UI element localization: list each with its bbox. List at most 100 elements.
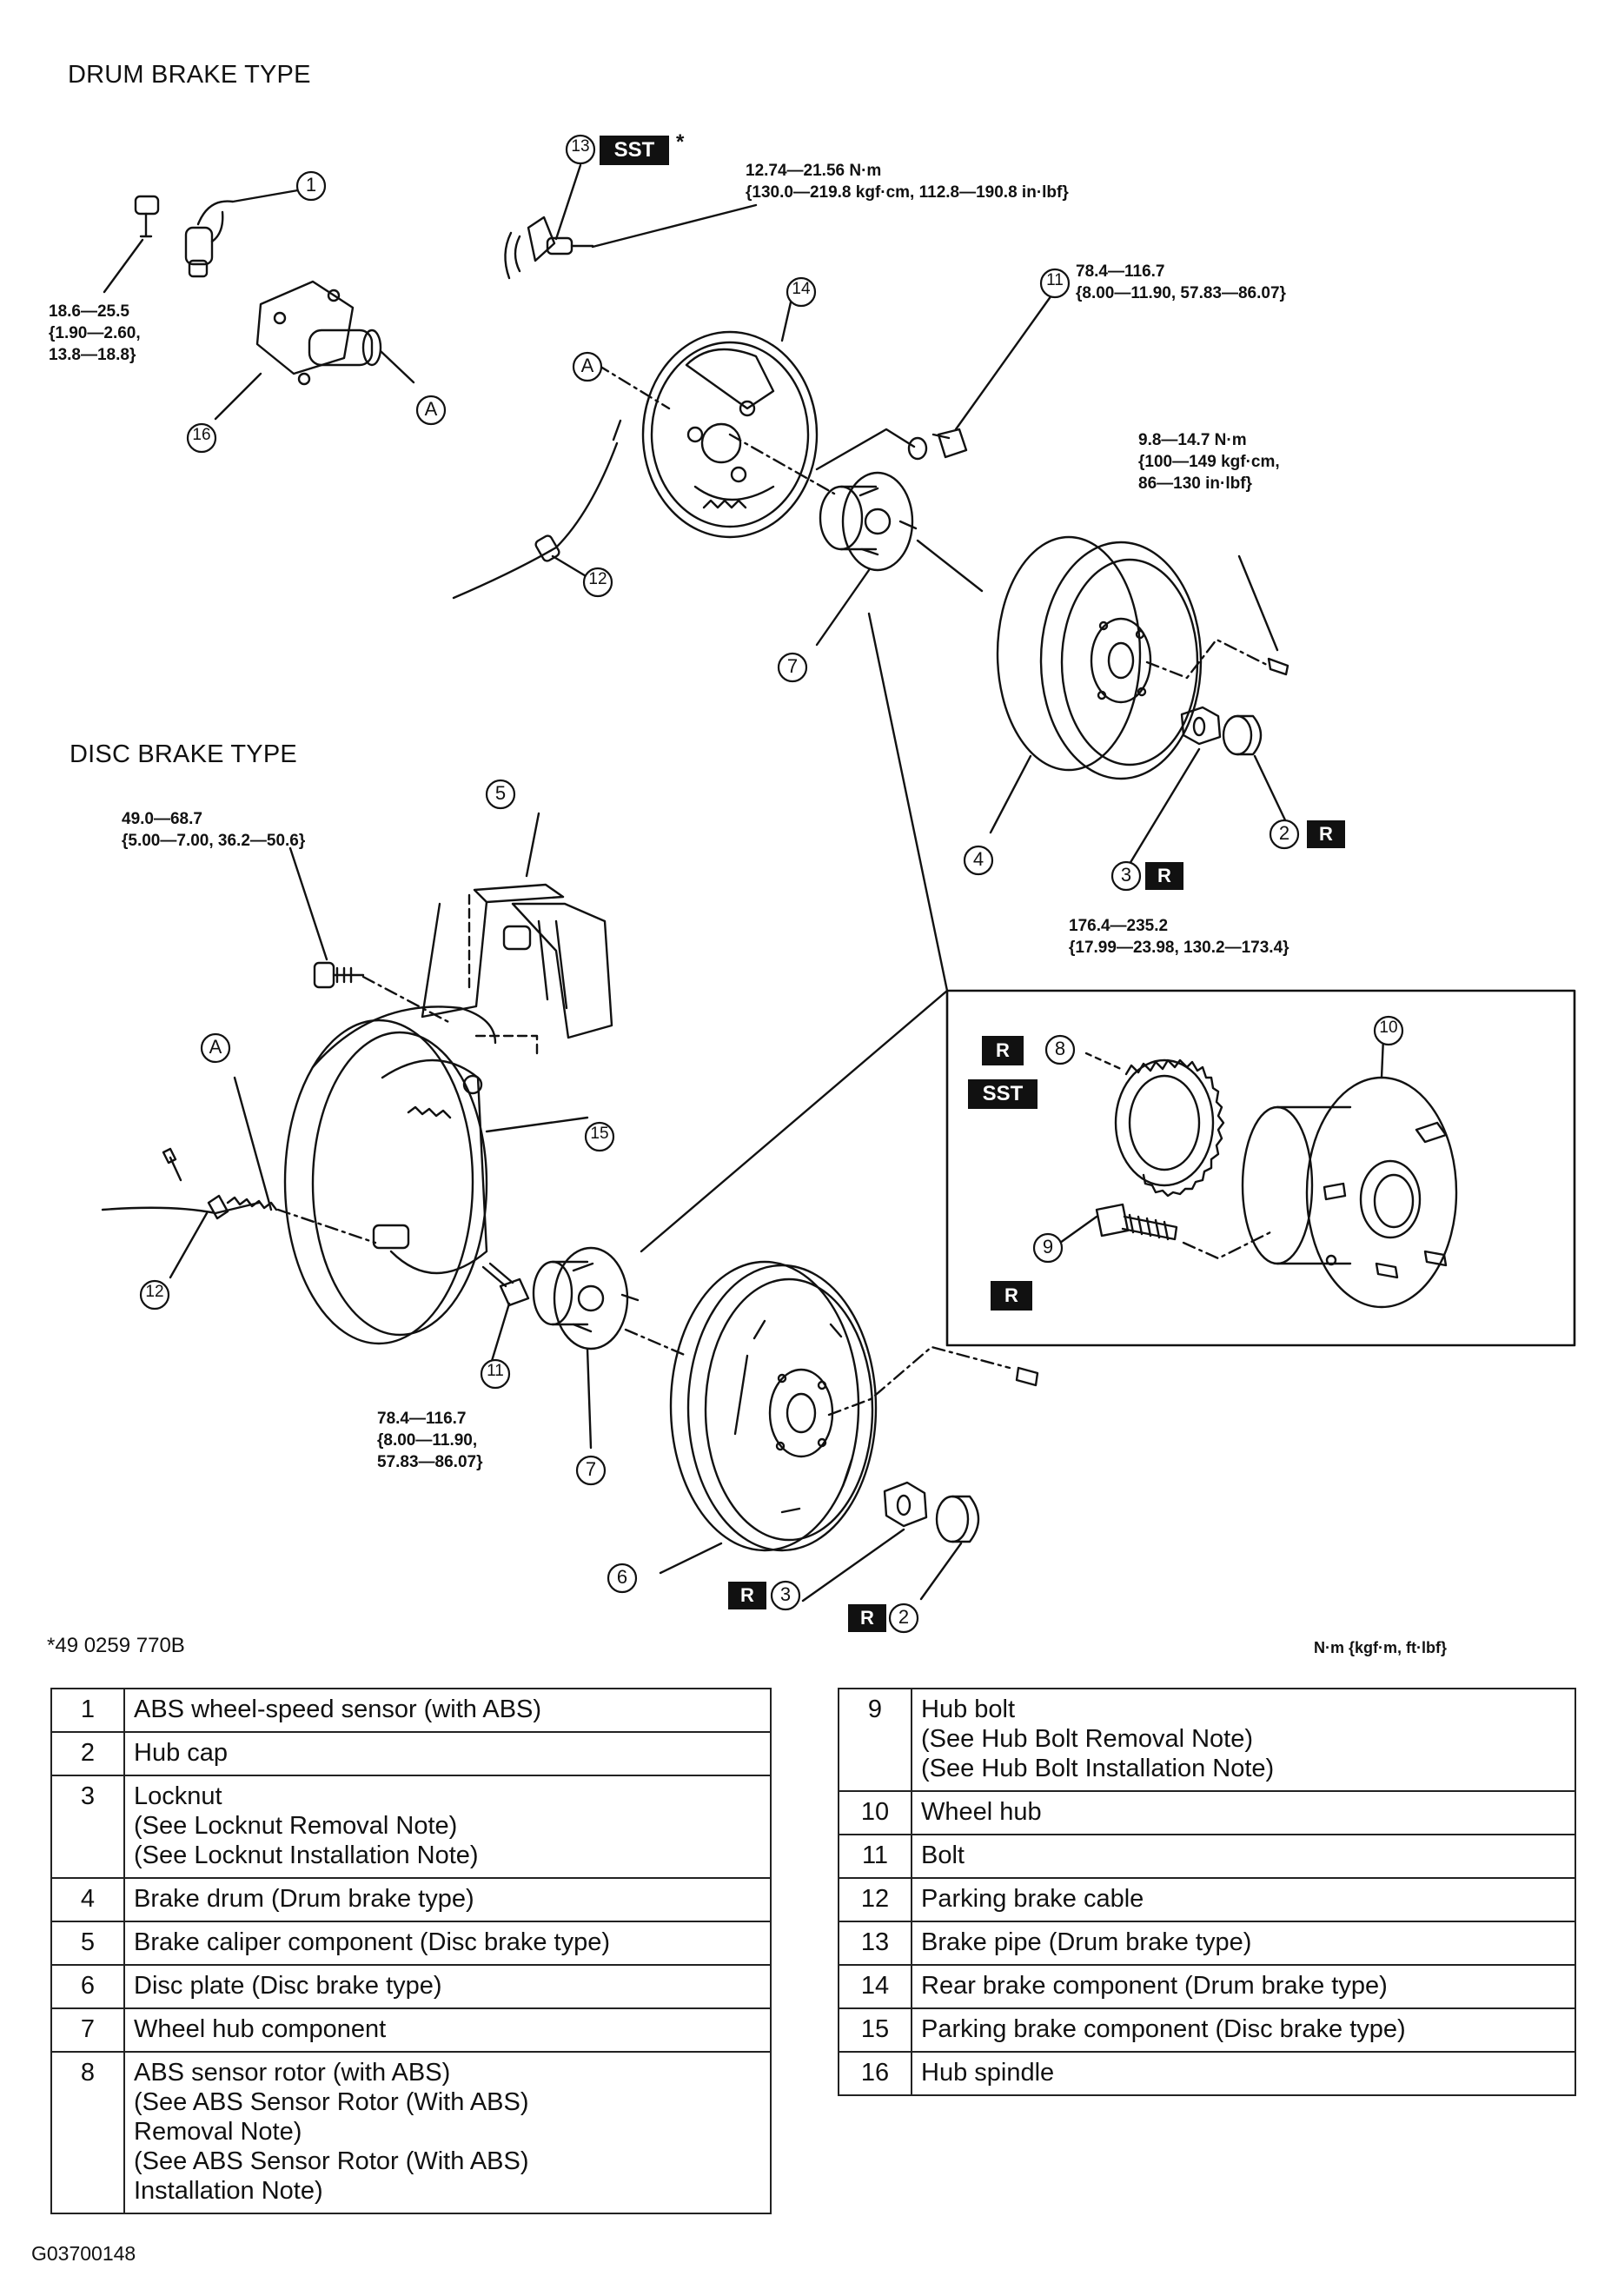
callout-3-disc: 3 xyxy=(779,1583,792,1605)
callout-7-disc: 7 xyxy=(585,1458,597,1480)
drum-brake-section-title: DRUM BRAKE TYPE xyxy=(68,61,311,89)
torque-units-legend: N·m {kgf·m, ft·lbf} xyxy=(1314,1639,1447,1656)
part-number: 3 xyxy=(50,1775,125,1879)
part-description-line: Parking brake component (Disc brake type… xyxy=(921,2015,1406,2043)
callout-16: 16 xyxy=(192,426,211,444)
hub-spindle xyxy=(255,280,382,386)
callout-11-disc: 11 xyxy=(487,1362,504,1380)
caliper-bolt xyxy=(313,961,365,989)
drum-hub-bolt xyxy=(907,428,968,461)
callout-a-spindle: A xyxy=(424,398,438,420)
callout-4: 4 xyxy=(972,848,984,870)
locknut-disc xyxy=(883,1481,928,1528)
callout-2-disc: 2 xyxy=(898,1606,910,1628)
hub-cap-disc xyxy=(935,1495,980,1543)
part-description: ABS wheel-speed sensor (with ABS) xyxy=(123,1688,772,1733)
part-description-line: Brake drum (Drum brake type) xyxy=(134,1885,474,1913)
brake-drum xyxy=(996,535,1203,780)
disc-brake-section-title: DISC BRAKE TYPE xyxy=(70,740,297,768)
callout-14: 14 xyxy=(792,280,811,298)
part-description-line: ABS wheel-speed sensor (with ABS) xyxy=(134,1695,542,1723)
part-description-line: Locknut xyxy=(134,1782,222,1810)
sst-badge-brake-pipe: SST xyxy=(600,136,669,165)
wheel-hub xyxy=(1241,1076,1458,1309)
callout-12-disc: 12 xyxy=(145,1283,164,1301)
hub-bolt xyxy=(1095,1203,1178,1241)
hub-cap-drum xyxy=(1222,714,1263,756)
torque-brake-pipe: 12.74—21.56 N·m {130.0—219.8 kgf·cm, 112… xyxy=(746,162,1069,202)
callout-10: 10 xyxy=(1379,1019,1398,1037)
part-number: 14 xyxy=(838,1964,912,2009)
r-badge-hubcap-drum: R xyxy=(1307,820,1345,848)
parts-table-row: 10 Wheel hub xyxy=(838,1790,1576,1835)
callout-15: 15 xyxy=(590,1125,609,1143)
part-description-line: Wheel hub xyxy=(921,1798,1042,1826)
sensor-bolt-drum xyxy=(134,195,160,238)
torque-disc-hub-bolt: 78.4—116.7 {8.00—11.90, 57.83—86.07} xyxy=(377,1410,483,1471)
part-description: Hub bolt(See Hub Bolt Removal Note)(See … xyxy=(911,1688,1576,1792)
torque-caliper-bolt: 49.0—68.7 {5.00—7.00, 36.2—50.6} xyxy=(122,810,306,850)
part-number: 10 xyxy=(838,1790,912,1835)
part-number: 5 xyxy=(50,1921,125,1966)
callout-5: 5 xyxy=(494,782,507,804)
part-description: Disc plate (Disc brake type) xyxy=(123,1964,772,2009)
locknut-drum xyxy=(1180,706,1222,746)
part-description: Parking brake cable xyxy=(911,1877,1576,1922)
abs-sensor-rotor xyxy=(1114,1058,1225,1198)
parts-table-row: 12 Parking brake cable xyxy=(838,1877,1576,1922)
wheel-hub-disc xyxy=(532,1246,640,1350)
r-badge-locknut-disc: R xyxy=(728,1582,766,1609)
hub-detail-inset xyxy=(945,989,1576,1347)
torque-sensor-bolt: 18.6—25.5 {1.90—2.60, 13.8—18.8} xyxy=(49,302,141,364)
part-description: Brake drum (Drum brake type) xyxy=(123,1877,772,1922)
part-description-line: Wheel hub component xyxy=(134,2015,387,2043)
part-description-line: Brake caliper component (Disc brake type… xyxy=(134,1928,611,1956)
sst-asterisk: * xyxy=(676,130,685,154)
part-number: 8 xyxy=(50,2051,125,2214)
part-description-line: ABS sensor rotor (with ABS) xyxy=(134,2059,451,2087)
wheel-hub-drum xyxy=(819,471,918,572)
part-description-line: Removal Note) xyxy=(134,2118,302,2146)
part-description-line: Parking brake cable xyxy=(921,1885,1144,1913)
callout-6: 6 xyxy=(616,1566,628,1588)
part-number: 12 xyxy=(838,1877,912,1922)
part-description-line: Disc plate (Disc brake type) xyxy=(134,1972,442,2000)
sst-number-note: *49 0259 770B xyxy=(47,1634,185,1657)
torque-locknut: 176.4—235.2 {17.99—23.98, 130.2—173.4} xyxy=(1069,917,1289,957)
part-description: Rear brake component (Drum brake type) xyxy=(911,1964,1576,2009)
parts-table-row: 15 Parking brake component (Disc brake ty… xyxy=(838,2007,1576,2053)
part-description-line: (See Locknut Installation Note) xyxy=(134,1841,479,1869)
callout-7-drum: 7 xyxy=(786,655,799,677)
r-badge-locknut-drum: R xyxy=(1145,862,1183,890)
part-number: 6 xyxy=(50,1964,125,2009)
callout-13: 13 xyxy=(571,137,590,156)
callout-3-drum: 3 xyxy=(1120,864,1132,886)
part-number: 15 xyxy=(838,2007,912,2053)
part-number: 13 xyxy=(838,1921,912,1966)
r-badge-hub-bolt: R xyxy=(991,1281,1032,1311)
exploded-view-diagram xyxy=(101,134,1576,1634)
callout-1: 1 xyxy=(305,174,317,196)
part-description: Hub spindle xyxy=(911,2051,1576,2096)
figure-id: G03700148 xyxy=(31,2242,136,2265)
parts-table-row: 5 Brake caliper component (Disc brake typ… xyxy=(50,1921,772,1966)
part-description-line: Hub bolt xyxy=(921,1695,1016,1723)
disc-plate xyxy=(669,1260,878,1552)
disc-backing-plate xyxy=(283,1005,497,1345)
part-number: 16 xyxy=(838,2051,912,2096)
callout-a-disc: A xyxy=(209,1036,222,1058)
part-number: 11 xyxy=(838,1834,912,1879)
part-description: Wheel hub component xyxy=(123,2007,772,2053)
part-description: Locknut(See Locknut Removal Note)(See Lo… xyxy=(123,1775,772,1879)
part-description-line: (See Hub Bolt Installation Note) xyxy=(921,1755,1275,1782)
part-number: 2 xyxy=(50,1731,125,1776)
part-number: 9 xyxy=(838,1688,912,1792)
